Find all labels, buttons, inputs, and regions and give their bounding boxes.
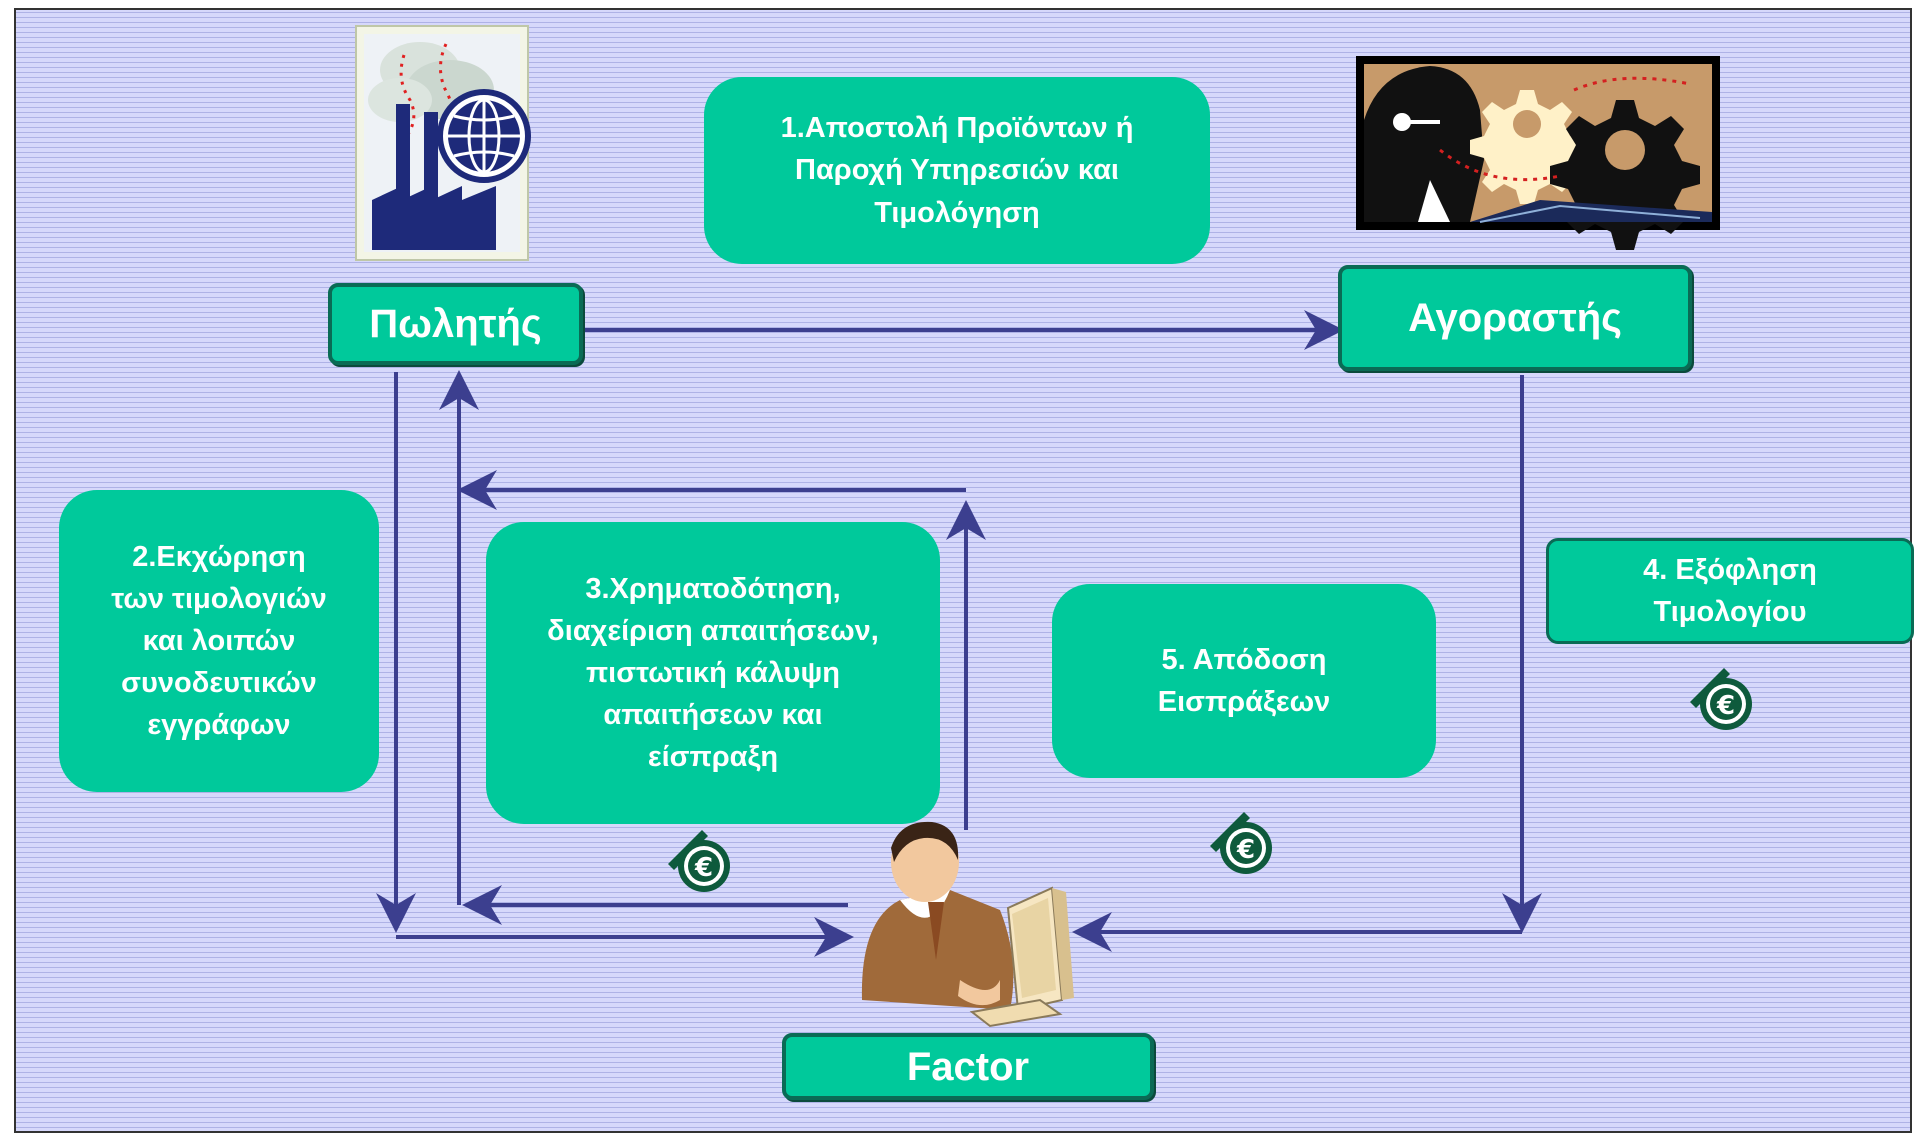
step-3-box: 3.Χρηματοδότηση, διαχείριση απαιτήσεων, … [486, 522, 940, 824]
step-3-label: 3.Χρηματοδότηση, διαχείριση απαιτήσεων, … [547, 572, 879, 774]
person-computer-icon [861, 821, 1074, 1028]
euro-coin-icon [668, 830, 730, 892]
step-4-label: 4. Εξόφληση Τιμολογίου [1643, 553, 1817, 628]
factor-label: Factor [906, 1044, 1030, 1089]
factory-globe-icon [355, 25, 531, 261]
step-2-label: 2.Εκχώρηση των τιμολογιών και λοιπών συν… [111, 540, 327, 742]
step-5-box: 5. Απόδοση Εισπράξεων [1052, 584, 1436, 778]
factor-box: Factor [782, 1033, 1154, 1100]
arrow-factor-to-seller [439, 370, 848, 925]
euro-coin-icon [1690, 668, 1752, 730]
euro-coin-icon [1210, 812, 1272, 874]
buyer-label: Αγοραστής [1408, 296, 1622, 340]
seller-label: Πωλητής [369, 302, 542, 346]
arrow-factor-loop-to-seller [457, 470, 986, 830]
step-4-box: 4. Εξόφληση Τιμολογίου [1546, 538, 1914, 644]
step-1-box: 1.Αποστολή Προϊόντων ή Παροχή Υπηρεσιών … [704, 77, 1210, 264]
step-5-label: 5. Απόδοση Εισπράξεων [1157, 643, 1331, 718]
step-1-label: 1.Αποστολή Προϊόντων ή Παροχή Υπηρεσιών … [780, 112, 1134, 229]
step-2-box: 2.Εκχώρηση των τιμολογιών και λοιπών συν… [59, 490, 379, 792]
buyer-box: Αγοραστής [1338, 265, 1692, 371]
business-gears-icon [1356, 56, 1720, 250]
seller-box: Πωλητής [328, 283, 583, 365]
arrow-seller-down-to-factor [376, 372, 854, 957]
arrow-buyer-to-factor [1072, 375, 1542, 952]
